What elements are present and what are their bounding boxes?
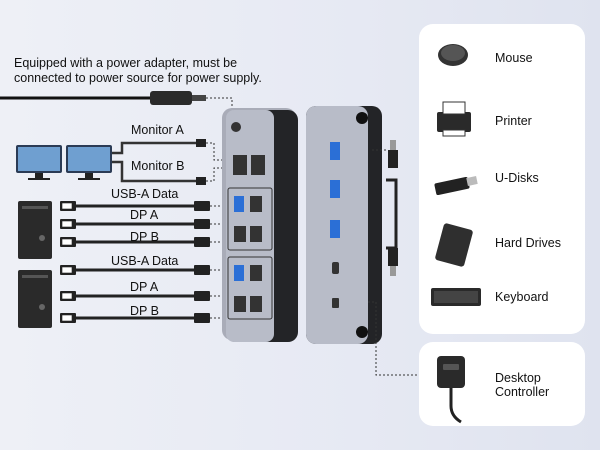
label-dp-a-2: DP A <box>130 280 159 294</box>
device-hard-drives: Hard Drives <box>495 236 561 250</box>
peripheral-icons <box>431 44 481 306</box>
label-monitor-a: Monitor A <box>131 123 184 137</box>
pc-tower-icon <box>18 201 52 328</box>
monitor-icon <box>16 145 112 180</box>
keyboard-icon <box>431 288 481 306</box>
power-note-line1: Equipped with a power adapter, must be <box>14 56 238 70</box>
power-note-line2: connected to power source for power supp… <box>14 71 262 85</box>
label-dp-b-1: DP B <box>130 230 159 244</box>
printer-icon <box>437 101 471 137</box>
device-printer: Printer <box>495 114 532 128</box>
label-dp-b-2: DP B <box>130 304 159 318</box>
device-keyboard: Keyboard <box>495 290 549 304</box>
controller-icon-art <box>437 356 465 424</box>
hard-drive-icon <box>435 223 473 267</box>
label-usb-a-data-1: USB-A Data <box>111 187 179 201</box>
mouse-icon <box>438 44 468 66</box>
device-u-disks: U-Disks <box>495 171 539 185</box>
usb-stick-icon <box>434 176 478 196</box>
power-adapter-icon <box>0 91 233 118</box>
label-dp-a-1: DP A <box>130 208 159 222</box>
label-monitor-b: Monitor B <box>131 159 185 173</box>
device-desktop-controller-line1: Desktop <box>495 371 541 385</box>
label-usb-a-data-2: USB-A Data <box>111 254 179 268</box>
device-mouse: Mouse <box>495 51 533 65</box>
desktop-controller-icon <box>437 356 465 424</box>
peripherals-panel: Mouse Printer U-Disks Hard Drives Keyboa… <box>419 24 585 334</box>
controller-panel: Desktop Controller <box>419 342 585 426</box>
device-desktop-controller-line2: Controller <box>495 385 550 399</box>
power-note: Equipped with a power adapter, must be c… <box>14 56 314 86</box>
kvm-switch-icon <box>222 108 298 342</box>
